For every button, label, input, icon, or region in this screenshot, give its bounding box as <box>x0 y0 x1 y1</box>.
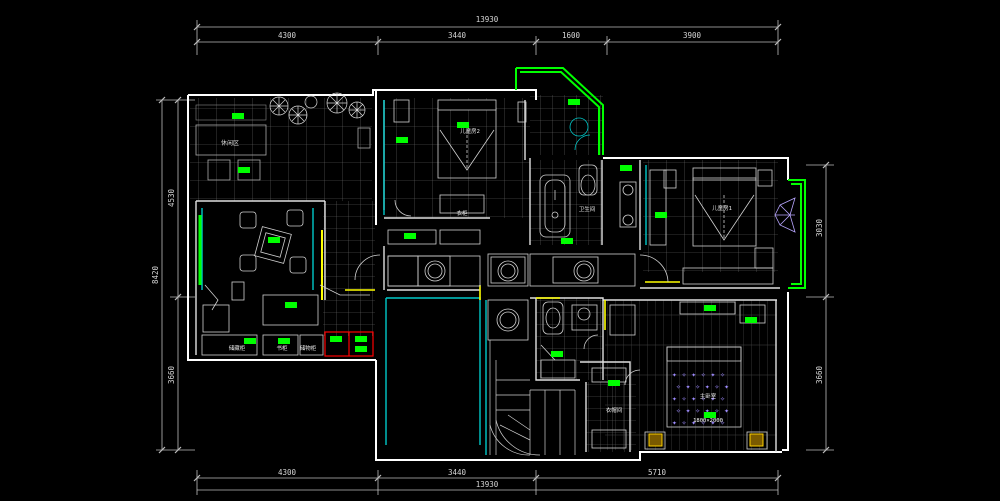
dimension-labels: 13930 4300 3440 1600 3900 4300 3440 5710… <box>151 15 824 489</box>
dim-top-seg-3: 1600 <box>562 31 581 40</box>
green-tags <box>232 99 757 418</box>
corridor-cabinets <box>319 229 669 341</box>
dim-bottom-seg-3: 5710 <box>648 468 667 477</box>
room-label-leisure: 休闲区 <box>221 139 239 147</box>
room-label-walkin: 衣帽间 <box>606 406 623 414</box>
dim-left-total: 8420 <box>151 265 160 284</box>
svg-text:✦ ✧ ✦ ✧ ✦ ✧: ✦ ✧ ✦ ✧ ✦ ✧ <box>672 370 725 379</box>
floor-fills <box>190 95 778 452</box>
svg-text:✦ ✧ ✦ ✧ ✦ ✧: ✦ ✧ ✦ ✧ ✦ ✧ <box>672 418 725 427</box>
svg-text:✧ ✦ ✧ ✦ ✧ ✦: ✧ ✦ ✧ ✦ ✧ ✦ <box>676 406 729 415</box>
dim-right-seg-1: 3030 <box>815 218 824 237</box>
bay-window-area <box>569 117 591 151</box>
dim-bottom-total: 13930 <box>476 480 499 489</box>
dim-top-seg-1: 4300 <box>278 31 297 40</box>
room-label-master-bedroom: 主卧室 <box>700 392 717 400</box>
room-label-cabinet-1: 储藏柜 <box>229 344 246 352</box>
room-label-cabinet-2: 书柜 <box>276 344 288 352</box>
staircase <box>489 340 576 456</box>
yellow-details <box>345 281 680 330</box>
dim-left-seg-2: 3660 <box>167 365 176 384</box>
dim-right-seg-2: 3660 <box>815 365 824 384</box>
bedroom-1 <box>649 167 774 285</box>
dim-top-seg-4: 3900 <box>683 31 702 40</box>
dimension-lines <box>156 20 834 495</box>
room-label-bathroom-upper: 卫生间 <box>579 205 596 213</box>
dim-left-seg-1: 4530 <box>167 188 176 207</box>
bedroom-2 <box>393 99 527 217</box>
dim-bottom-seg-2: 3440 <box>448 468 467 477</box>
interior-walls <box>195 100 780 452</box>
red-cabinet <box>324 331 374 357</box>
outer-walls <box>187 89 789 461</box>
dim-top-total: 13930 <box>476 15 499 24</box>
plant-icon <box>269 92 366 125</box>
green-walls <box>198 67 806 300</box>
bed-pattern: ✦ ✧ ✦ ✧ ✦ ✧ ✧ ✦ ✧ ✦ ✧ ✦ ✦ ✧ ✦ ✧ ✦ ✧ ✧ ✦ … <box>672 370 729 427</box>
bedside-lamps <box>648 433 764 447</box>
room-label-bedroom-2: 儿童房2 <box>460 127 480 135</box>
study-area <box>201 209 324 356</box>
room-labels: 儿童房2 卫生间 儿童房1 主卧室 1800×2000 衣帽间 储藏柜 书柜 储… <box>229 127 732 424</box>
room-label-bed-size: 1800×2000 <box>693 418 723 424</box>
bathroom-lower <box>540 301 599 379</box>
bay-decoration-icon <box>774 197 796 233</box>
room-label-cabinet-3: 储物柜 <box>300 344 317 352</box>
bathroom-upper <box>539 164 637 238</box>
svg-text:✦ ✧ ✦ ✧ ✦ ✧: ✦ ✧ ✦ ✧ ✦ ✧ <box>672 394 725 403</box>
leisure-area: 休闲区 <box>195 92 371 181</box>
dimension-ticks <box>158 23 830 482</box>
room-label-wardrobe: 衣柜 <box>456 209 468 217</box>
dim-bottom-seg-1: 4300 <box>278 468 297 477</box>
master-bedroom <box>609 301 768 450</box>
room-label-bedroom-1: 儿童房1 <box>712 204 732 212</box>
svg-text:✧ ✦ ✧ ✦ ✧ ✦: ✧ ✦ ✧ ✦ ✧ ✦ <box>676 382 729 391</box>
dim-top-seg-2: 3440 <box>448 31 467 40</box>
